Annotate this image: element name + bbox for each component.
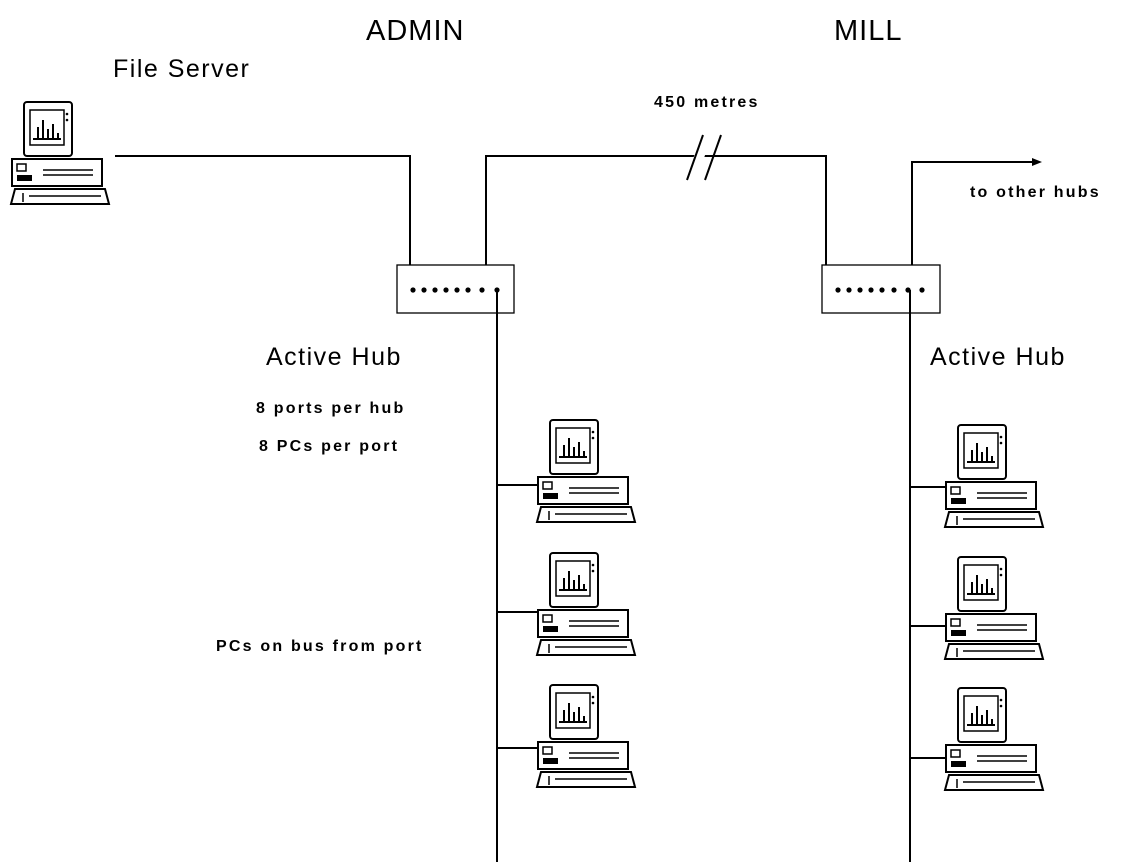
cable-break-mark [686, 134, 722, 181]
admin-hub-ports [410, 287, 500, 293]
bus-note-label: PCs on bus from port [216, 638, 424, 655]
to-other-hubs-label: to other hubs [970, 184, 1101, 201]
mill-pc-1-computer-icon [944, 424, 1044, 528]
mill-pc-2-computer-icon [944, 556, 1044, 660]
admin-pc-1-computer-icon [536, 419, 636, 523]
admin-hub-label: Active Hub [266, 343, 402, 371]
admin-to-mill-backbone-cable [485, 155, 827, 290]
pcs-per-port-label: 8 PCs per port [259, 438, 399, 455]
arrow-right-icon [1032, 158, 1042, 166]
mill-hub-ports [835, 287, 925, 293]
server-to-admin-hub-cable [115, 155, 411, 290]
file-server-label: File Server [113, 55, 250, 83]
mill-uplink-cable [911, 161, 1032, 290]
admin-pc-3-computer-icon [536, 684, 636, 788]
distance-label: 450 metres [654, 94, 760, 111]
admin-heading: ADMIN [366, 15, 464, 47]
admin-hub [396, 264, 515, 314]
mill-hub-label: Active Hub [930, 343, 1066, 371]
ports-per-hub-label: 8 ports per hub [256, 400, 405, 417]
file-server-computer-icon [10, 101, 110, 205]
mill-hub [821, 264, 941, 314]
mill-pc-3-computer-icon [944, 687, 1044, 791]
admin-pc-2-computer-icon [536, 552, 636, 656]
mill-heading: MILL [834, 15, 902, 47]
cable-break-gap [687, 136, 711, 178]
